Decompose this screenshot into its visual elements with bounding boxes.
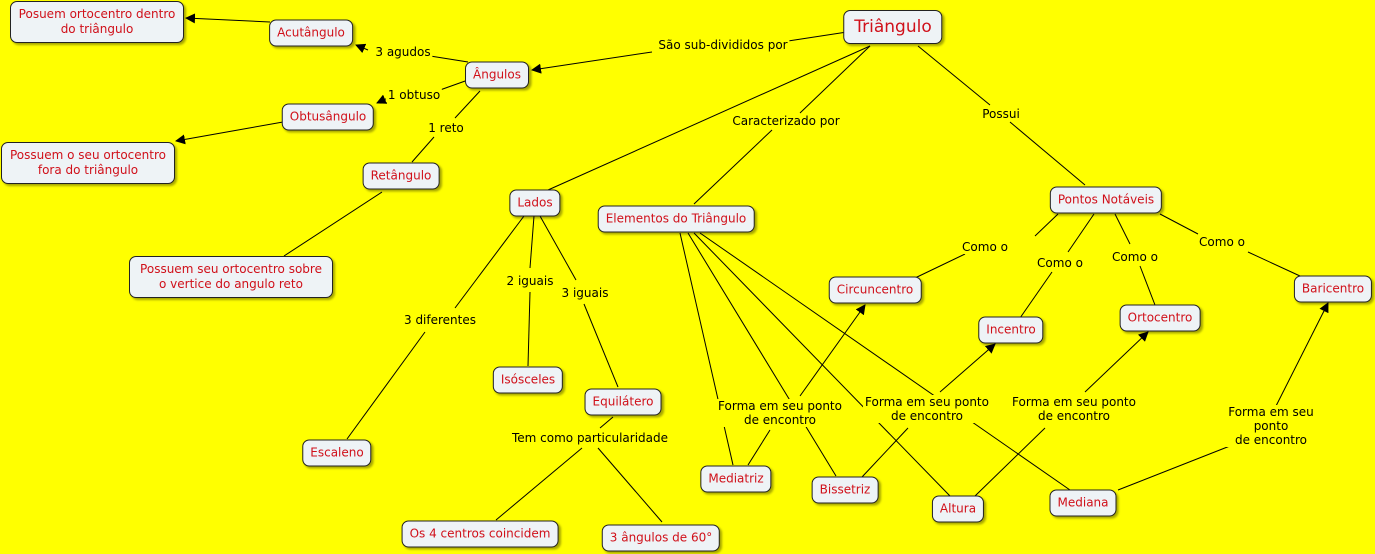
- label-3-diferentes: 3 diferentes: [401, 313, 479, 327]
- link-como4-baricentro: [1247, 251, 1301, 277]
- link-como2-incentro: [1019, 271, 1053, 319]
- node-escaleno[interactable]: Escaleno: [302, 439, 372, 467]
- link-lados-diferentes: [454, 215, 525, 309]
- link-como1-circuncentro: [914, 253, 966, 279]
- link-dois-isosceles: [527, 291, 531, 367]
- node-obtusangulo[interactable]: Obtusângulo: [281, 103, 375, 131]
- node-altura[interactable]: Altura: [931, 495, 985, 523]
- label-1-reto: 1 reto: [426, 121, 466, 135]
- label-forma-bissetriz: Forma em seu ponto de encontro: [863, 395, 991, 423]
- link-bissetriz-forma2: [861, 427, 909, 478]
- node-ortocentro[interactable]: Ortocentro: [1119, 304, 1201, 332]
- link-triangulo-lados: [547, 45, 871, 191]
- link-acutangulo-desc: [185, 13, 271, 24]
- node-isosceles[interactable]: Isósceles: [492, 366, 564, 394]
- label-3-agudos: 3 agudos: [373, 45, 433, 59]
- link-triangulo-possui: [917, 45, 991, 106]
- link-lados-tres: [539, 215, 577, 281]
- label-forma-mediatriz: Forma em seu ponto de encontro: [716, 399, 844, 427]
- label-forma-mediana: Forma em seu ponto de encontro: [1219, 405, 1323, 447]
- link-triangulo-caracterizado: [799, 45, 871, 114]
- label-como-o-circuncentro: Como o: [960, 240, 1010, 254]
- link-pontos-como3: [1114, 213, 1131, 245]
- link-como3-ortocentro: [1139, 265, 1156, 306]
- node-bissetriz[interactable]: Bissetriz: [811, 476, 879, 504]
- link-diferentes-escaleno: [346, 331, 426, 440]
- link-lados-dois: [529, 215, 535, 269]
- label-particularidade: Tem como particularidade: [509, 431, 671, 445]
- link-agudos-acutangulo: [355, 43, 369, 54]
- label-forma-altura: Forma em seu ponto de encontro: [1010, 395, 1138, 423]
- link-subdivididos-angulos: [531, 51, 653, 74]
- node-incentro[interactable]: Incentro: [978, 316, 1044, 344]
- link-particularidade-centros: [495, 447, 583, 521]
- link-retangulo-desc: [283, 191, 383, 257]
- link-equilatero-particularidade: [599, 416, 614, 429]
- node-triangulo[interactable]: Triângulo: [843, 10, 943, 44]
- link-pontos-como1: [1034, 213, 1059, 237]
- node-elementos[interactable]: Elementos do Triângulo: [597, 205, 755, 233]
- node-acutangulo-desc[interactable]: Posuem ortocentro dentro do triângulo: [10, 1, 184, 43]
- link-angulos-reto: [454, 90, 481, 119]
- node-acutangulo[interactable]: Acutângulo: [269, 19, 353, 47]
- label-1-obtuso: 1 obtuso: [385, 88, 443, 102]
- label-como-o-ortocentro: Como o: [1110, 250, 1160, 264]
- link-elementos-mediana: [699, 232, 1071, 491]
- link-forma4-baricentro: [1274, 302, 1329, 409]
- link-caracterizado-elementos: [693, 129, 773, 205]
- node-centros-coincidem[interactable]: Os 4 centros coincidem: [401, 520, 559, 548]
- label-como-o-baricentro: Como o: [1197, 235, 1247, 249]
- node-pontos-notaveis[interactable]: Pontos Notáveis: [1049, 186, 1163, 214]
- link-elementos-bissetriz: [687, 232, 837, 477]
- node-mediatriz[interactable]: Mediatriz: [700, 465, 772, 493]
- link-particularidade-60: [597, 447, 663, 523]
- node-circuncentro[interactable]: Circuncentro: [828, 276, 922, 304]
- node-retangulo-desc[interactable]: Possuem seu ortocentro sobre o vertice d…: [129, 256, 333, 298]
- node-obtusangulo-desc[interactable]: Possuem o seu ortocentro fora do triângu…: [1, 142, 175, 184]
- link-angulos-obtuso: [439, 79, 469, 91]
- link-tres-equilatero: [583, 303, 619, 388]
- label-3-iguais: 3 iguais: [559, 286, 611, 300]
- link-mediatriz-forma1: [747, 429, 771, 466]
- link-possui-pontos: [1009, 121, 1086, 186]
- link-reto-retangulo: [411, 136, 435, 163]
- label-possui: Possui: [980, 107, 1022, 121]
- label-caracterizado: Caracterizado por: [730, 114, 842, 128]
- link-pontos-como2: [1067, 213, 1095, 253]
- link-obtusangulo-desc: [175, 121, 284, 145]
- node-angulos[interactable]: Ângulos: [465, 61, 529, 89]
- link-mediana-forma4: [1117, 443, 1236, 491]
- link-forma2-incentro: [939, 343, 996, 393]
- label-subdivididos: São sub-divididos por: [656, 38, 790, 52]
- node-baricentro[interactable]: Baricentro: [1293, 275, 1373, 303]
- label-como-o-incentro: Como o: [1035, 256, 1085, 270]
- node-angulos-60[interactable]: 3 ângulos de 60°: [601, 524, 721, 552]
- node-lados[interactable]: Lados: [509, 189, 561, 217]
- label-2-iguais: 2 iguais: [504, 274, 556, 288]
- link-forma3-ortocentro: [1084, 331, 1149, 393]
- node-retangulo[interactable]: Retângulo: [362, 162, 440, 190]
- link-elementos-mediatriz: [679, 232, 734, 466]
- link-forma1-circuncentro: [799, 304, 866, 397]
- link-pontos-como4: [1159, 213, 1199, 235]
- node-mediana[interactable]: Mediana: [1049, 489, 1117, 517]
- node-equilatero[interactable]: Equilátero: [584, 388, 662, 416]
- link-altura-forma3: [974, 427, 1046, 497]
